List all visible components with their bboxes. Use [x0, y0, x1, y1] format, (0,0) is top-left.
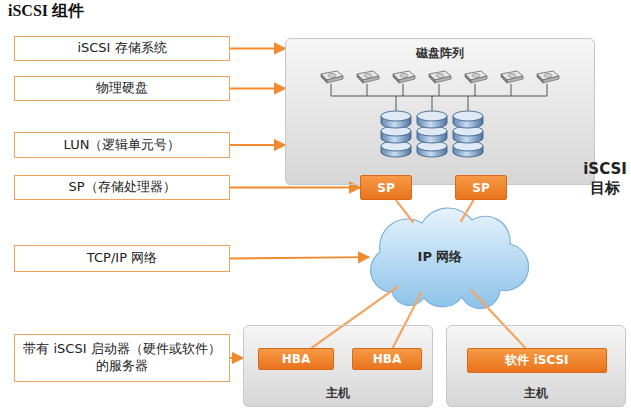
- callout-box: TCP/IP 网络: [14, 245, 230, 272]
- network-link: [311, 286, 398, 348]
- node-text: SP（存储处理器）: [68, 179, 175, 196]
- network-link: [471, 289, 526, 348]
- node-text: 带有 iSCSI 启动器（硬件或软件）的服务器: [21, 341, 223, 375]
- node-text: iSCSI 存储系统: [77, 40, 166, 57]
- storage-processor: SP: [455, 175, 507, 200]
- network-link: [393, 292, 422, 348]
- node-text: HBA: [282, 352, 310, 366]
- network-link: [396, 200, 414, 223]
- node-text: IP 网络: [418, 248, 463, 266]
- physical-disk: [321, 71, 559, 83]
- callout-box: SP（存储处理器）: [14, 175, 230, 200]
- software-initiator: 软件 iSCSI: [467, 348, 607, 373]
- node-text: 磁盘阵列: [286, 45, 594, 62]
- callout-arrow: [230, 187, 360, 189]
- host-panel: [446, 325, 626, 407]
- target-label: iSCSI 目标: [581, 160, 629, 198]
- hba-card: HBA: [352, 348, 422, 370]
- host-box: 主机 HBA HBA: [243, 325, 433, 407]
- callout-box: iSCSI 存储系统: [14, 36, 230, 61]
- disk-array: 磁盘阵列SPSP: [285, 38, 595, 185]
- callout-arrow: [230, 88, 285, 90]
- array-panel: [285, 38, 595, 185]
- diagram-title: iSCSI 组件: [8, 1, 84, 22]
- callout-box: LUN（逻辑单元号）: [14, 132, 230, 158]
- node-text: SP: [377, 181, 394, 195]
- callout-arrow: [230, 357, 243, 359]
- node-text: TCP/IP 网络: [87, 250, 157, 267]
- node-text: 物理硬盘: [96, 80, 148, 97]
- callout-arrow: [230, 48, 285, 50]
- storage-processor: SP: [360, 175, 412, 200]
- node-text: 软件 iSCSI: [505, 352, 568, 369]
- callout-arrow: [230, 257, 369, 258]
- callout-box: 带有 iSCSI 启动器（硬件或软件）的服务器: [14, 334, 230, 382]
- network-cloud: [371, 208, 529, 308]
- host-panel: [243, 325, 433, 407]
- callout-box: 物理硬盘: [14, 76, 230, 101]
- node-text: HBA: [373, 352, 401, 366]
- callout-arrow: [230, 144, 285, 146]
- disk-bus: [331, 84, 547, 112]
- host-box: 主机 软件 iSCSI: [446, 325, 626, 407]
- node-text: LUN（逻辑单元号）: [64, 137, 181, 154]
- node-text: 主机: [244, 385, 432, 402]
- ip-network: IP 网络: [365, 215, 515, 298]
- hba-card: HBA: [258, 348, 334, 370]
- node-text: 主机: [447, 385, 625, 402]
- lun-cylinder: [381, 111, 483, 157]
- node-text: SP: [472, 181, 489, 195]
- network-link: [461, 200, 474, 222]
